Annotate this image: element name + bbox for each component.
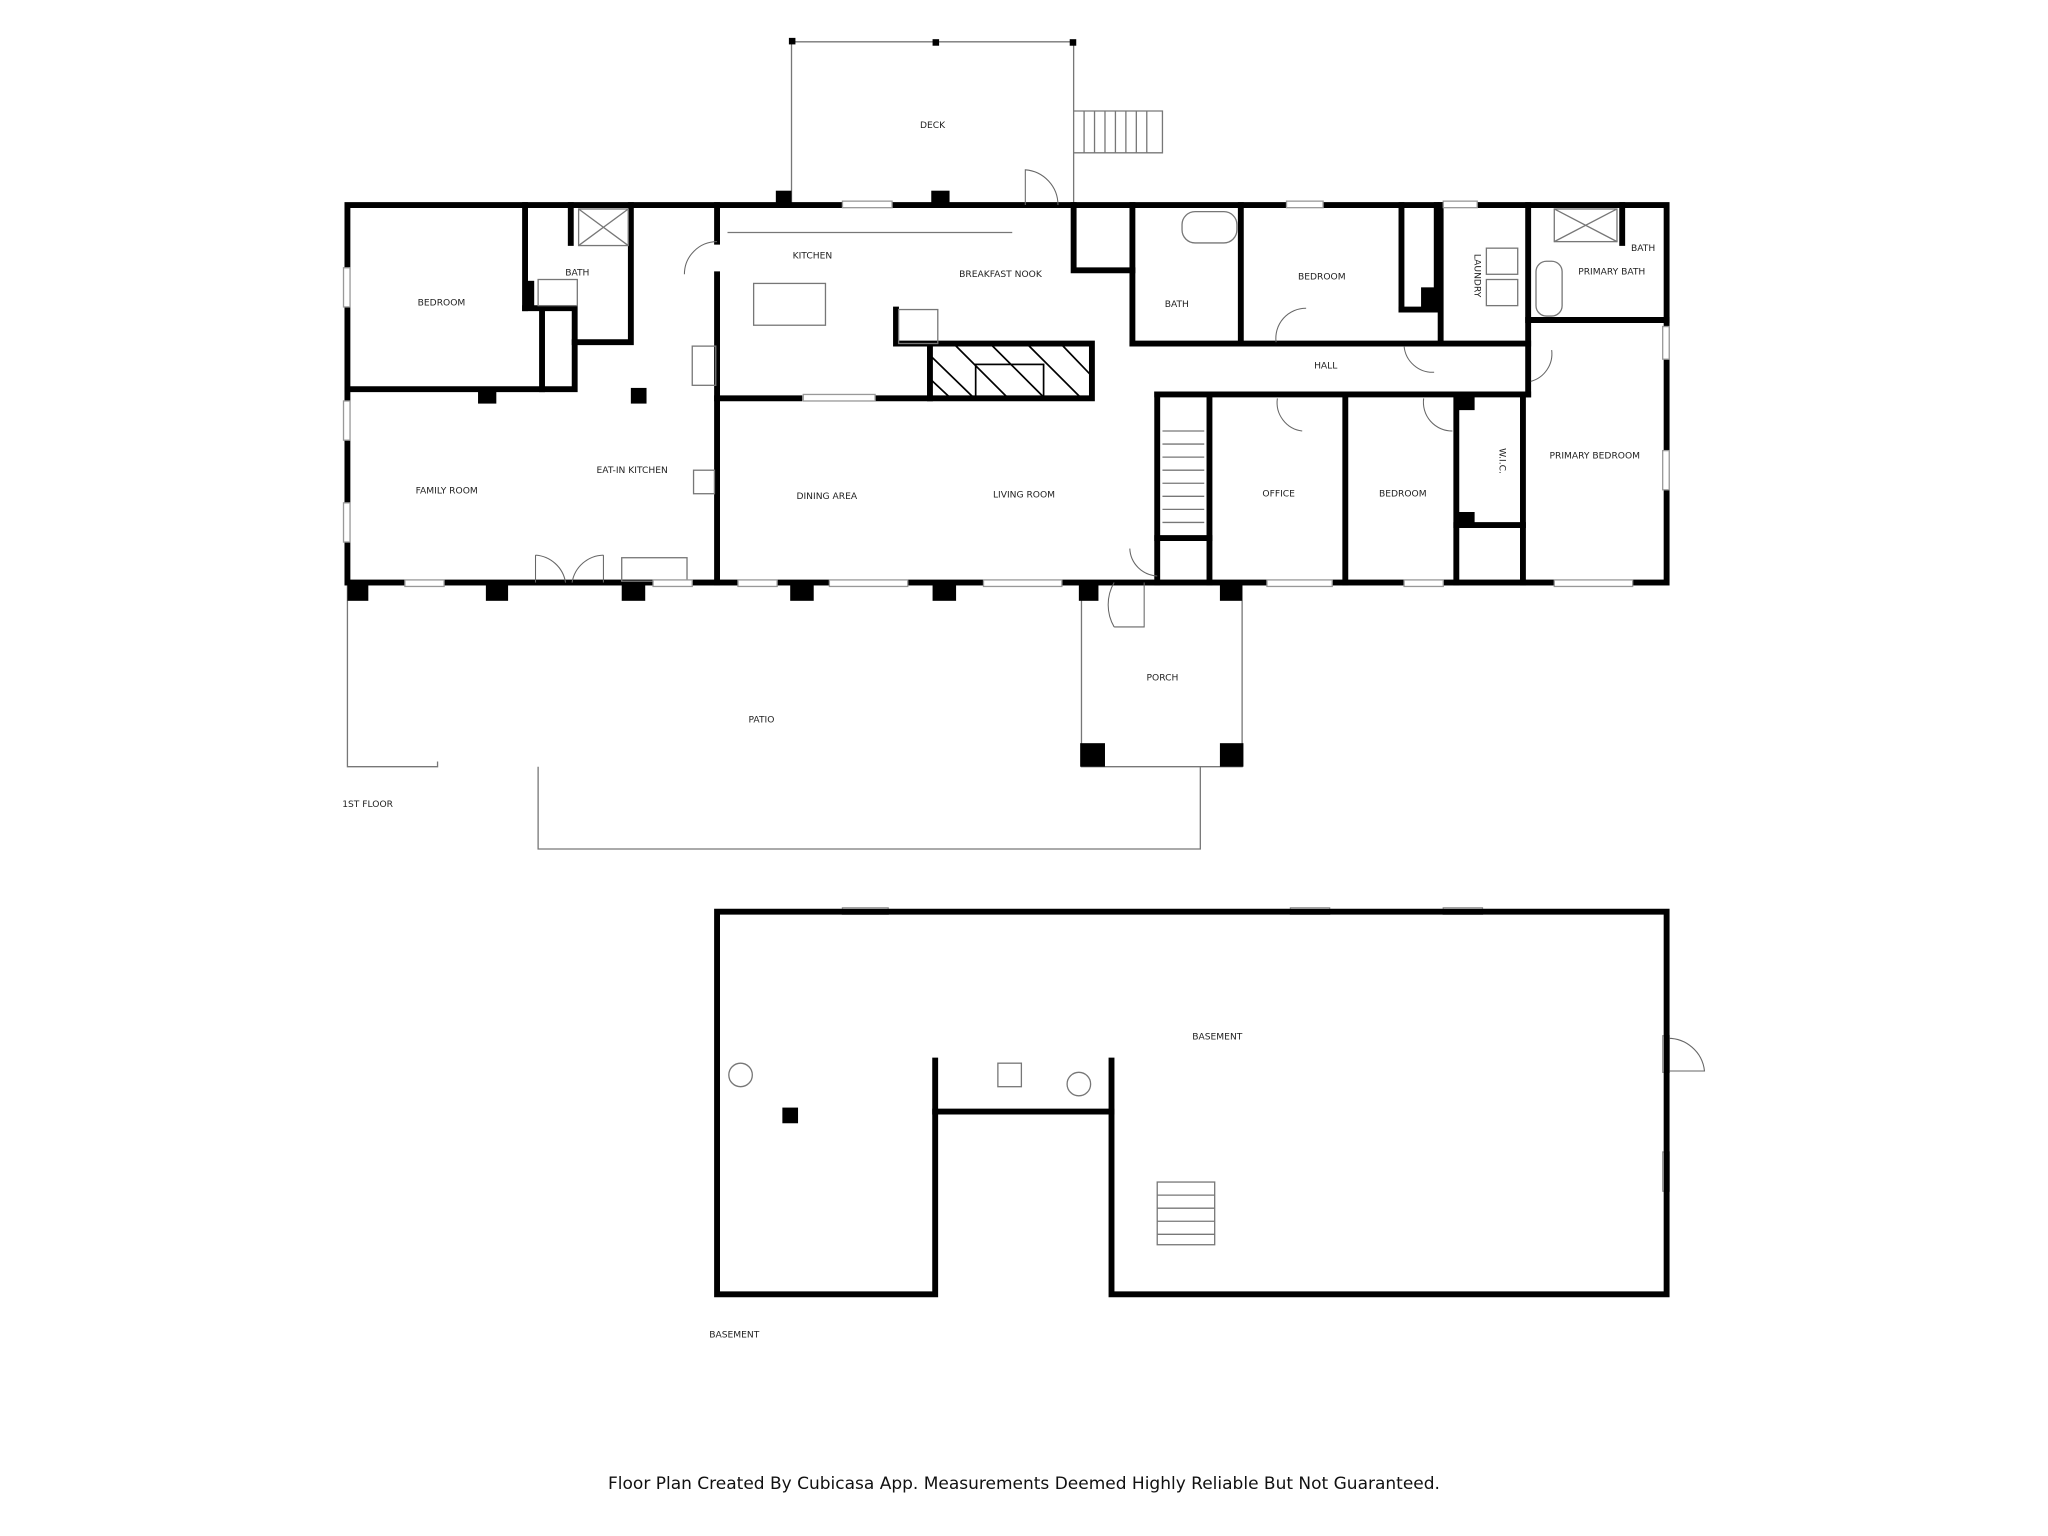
porch [1078, 582, 1244, 768]
patio-posts [347, 582, 957, 601]
room-label-patio: PATIO [749, 715, 775, 725]
disclaimer-footer: Floor Plan Created By Cubicasa App. Meas… [608, 1474, 1440, 1494]
room-label-deck: DECK [920, 121, 946, 131]
room-label-primary-bath: PRIMARY BATH [1578, 267, 1645, 277]
room-label-porch: PORCH [1147, 673, 1179, 683]
room-label-living-room: LIVING ROOM [993, 491, 1055, 501]
room-label-bath: BATH [565, 269, 589, 279]
basement-walls [714, 908, 1670, 1298]
room-label-office: OFFICE [1262, 489, 1295, 499]
room-labels: DECK BEDROOM BATH KITCHEN BREAKFAST NOOK… [342, 121, 1655, 1340]
room-label-family-room: FAMILY ROOM [416, 487, 478, 497]
room-label-basement: BASEMENT [1192, 1033, 1243, 1043]
floor-label-basement: BASEMENT [709, 1330, 760, 1340]
floor-label-1st-floor: 1ST FLOOR [342, 800, 393, 810]
room-label-bath: BATH [1631, 244, 1655, 254]
room-label-breakfast-nook: BREAKFAST NOOK [959, 270, 1043, 280]
room-label-laundry: LAUNDRY [1472, 254, 1482, 298]
room-label-bedroom: BEDROOM [1379, 489, 1427, 499]
room-label-bedroom: BEDROOM [1298, 273, 1346, 283]
room-label-dining-area: DINING AREA [796, 492, 857, 502]
room-label-hall: HALL [1314, 361, 1338, 371]
room-label-eat-in-kitchen: EAT-IN KITCHEN [597, 466, 668, 476]
deck [775, 37, 1164, 206]
first-floor-walls [342, 169, 1706, 1192]
room-label-wic: W.I.C. [1496, 448, 1506, 474]
room-label-bedroom: BEDROOM [418, 299, 466, 309]
room-label-bath: BATH [1165, 300, 1189, 310]
room-label-kitchen: KITCHEN [793, 252, 833, 262]
room-label-primary-bedroom: PRIMARY BEDROOM [1550, 451, 1641, 461]
patio [346, 582, 1201, 850]
